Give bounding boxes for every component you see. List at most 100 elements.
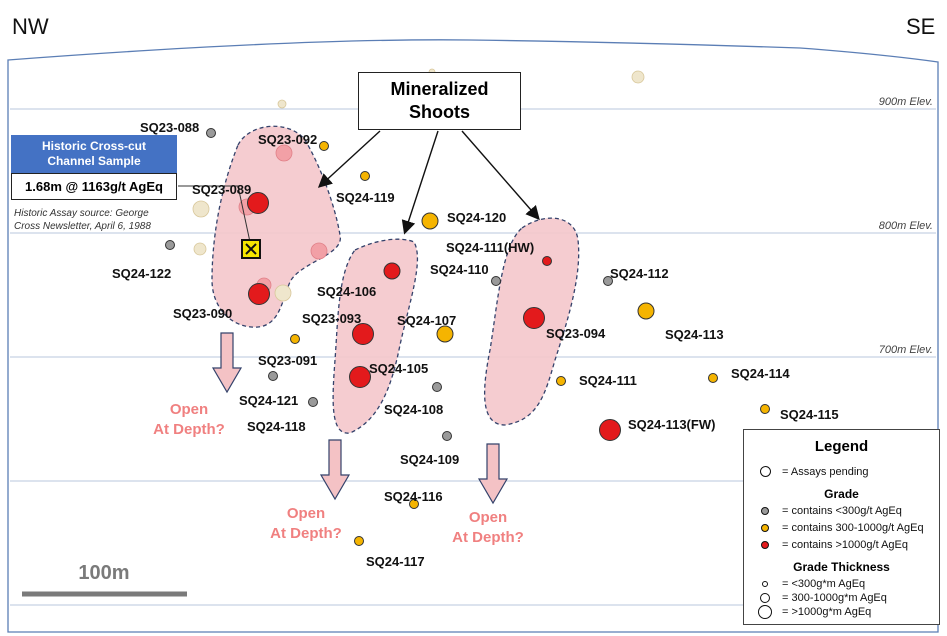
drill-hole-marker-sq23-088: [206, 128, 216, 138]
drill-hole-label: SQ23-089: [192, 182, 251, 197]
drill-hole-label: SQ24-107: [397, 313, 456, 328]
drill-hole-marker-sq24-116: [409, 499, 419, 509]
drill-hole-marker-sq24-113: [637, 302, 655, 320]
drill-hole-label: SQ24-116: [384, 489, 443, 504]
drill-hole-label: SQ23-092: [258, 132, 317, 147]
faint-samples: [192, 68, 645, 302]
drill-hole-label: SQ24-115: [780, 407, 839, 422]
drill-hole-marker-sq24-119: [360, 171, 370, 181]
drill-hole-marker-sq24-111-hw: [542, 256, 552, 266]
drill-hole-marker-sq24-111: [556, 376, 566, 386]
legend-thick-large-label: = >1000g*m AgEq: [782, 606, 872, 618]
historic-sample-marker: [178, 185, 261, 259]
drill-hole-label: SQ24-106: [317, 284, 376, 299]
historic-sample-banner: Historic Cross-cut Channel Sample: [11, 135, 177, 173]
drill-hole-label: SQ24-118: [247, 419, 306, 434]
drill-hole-label: SQ23-091: [258, 353, 317, 368]
drill-hole-label: SQ24-117: [366, 554, 425, 569]
open-label-2-line1: Open: [287, 505, 325, 522]
legend-grade-low-label: = contains <300g/t AgEq: [782, 505, 902, 517]
drill-hole-label: SQ24-119: [336, 190, 395, 205]
legend-thick-small-swatch: [762, 581, 768, 587]
legend-pending-label: = Assays pending: [782, 466, 869, 478]
legend-grade-mid-label: = contains 300-1000g/t AgEq: [782, 522, 924, 534]
drill-hole-marker-sq24-121: [268, 371, 278, 381]
drill-hole-marker-sq23-094: [523, 307, 545, 329]
drill-hole-label: SQ24-112: [610, 266, 669, 281]
open-at-depth-label-2: Open At Depth?: [270, 505, 342, 542]
drill-hole-marker-sq24-113-fw: [599, 419, 621, 441]
open-at-depth-label-1: Open At Depth?: [153, 401, 225, 438]
drill-hole-marker-sq24-114: [708, 373, 718, 383]
drill-hole-marker-sq24-112: [603, 276, 613, 286]
open-label-3-line1: Open: [469, 509, 507, 526]
drill-hole-marker-sq24-108: [432, 382, 442, 392]
historic-sample-value: 1.68m @ 1163g/t AgEq: [11, 173, 177, 200]
drill-hole-label: SQ23-093: [302, 311, 361, 326]
direction-se: SE: [906, 14, 936, 39]
scale-bar-label: 100m: [78, 562, 129, 584]
legend-grade-title: Grade: [824, 487, 859, 501]
drill-hole-label: SQ24-105: [369, 361, 428, 376]
drill-hole-marker-sq23-092: [319, 141, 329, 151]
elevation-label-700: 700m Elev.: [879, 344, 933, 356]
drill-hole-marker-sq23-093: [352, 323, 374, 345]
open-at-depth-label-3: Open At Depth?: [452, 509, 524, 546]
drill-hole-label: SQ24-109: [400, 452, 459, 467]
legend-thick-small-label: = <300g*m AgEq: [782, 578, 866, 590]
open-arrow-1: [211, 332, 243, 394]
drill-hole-marker-sq24-106: [383, 262, 401, 280]
historic-title-line-2: Channel Sample: [47, 154, 141, 168]
callout-line-2: Shoots: [409, 102, 470, 122]
historic-title-line-1: Historic Cross-cut: [41, 139, 147, 153]
drill-hole-label: SQ24-120: [447, 210, 506, 225]
elevation-label-900: 900m Elev.: [879, 96, 933, 108]
drill-hole-marker-sq24-120: [421, 212, 439, 230]
legend-grade-mid-swatch: [761, 524, 769, 532]
open-arrow-3: [477, 443, 509, 505]
drill-hole-marker-sq24-122: [165, 240, 175, 250]
drill-hole-marker-sq24-105: [349, 366, 371, 388]
pointer-arrow-shoot-2: [401, 130, 439, 235]
legend-pending-swatch: [760, 466, 771, 477]
open-label-1-line2: At Depth?: [153, 421, 225, 438]
legend-grade-low-swatch: [761, 507, 769, 515]
drill-hole-label: SQ24-121: [239, 393, 298, 408]
legend-thick-large-swatch: [758, 605, 772, 619]
drill-hole-label: SQ24-122: [112, 266, 171, 281]
drill-hole-label: SQ24-114: [731, 366, 790, 381]
open-arrow-2: [319, 439, 351, 501]
historic-source-note: Historic Assay source: George Cross News…: [14, 207, 189, 233]
drill-hole-marker-sq24-118: [308, 397, 318, 407]
direction-nw: NW: [12, 14, 49, 39]
legend-title: Legend: [814, 438, 869, 455]
historic-source-line-1: Historic Assay source: George: [14, 208, 149, 219]
open-label-2-line2: At Depth?: [270, 525, 342, 542]
drill-hole-label: SQ23-090: [173, 306, 232, 321]
drill-hole-label: SQ23-094: [546, 326, 606, 341]
drill-hole-label: SQ24-110: [430, 262, 489, 277]
drill-hole-marker-sq24-107: [436, 325, 454, 343]
drill-hole-label: SQ24-108: [384, 402, 443, 417]
drill-hole-label: SQ24-113: [665, 327, 724, 342]
historic-source-line-2: Cross Newsletter, April 6, 1988: [14, 221, 151, 232]
drill-hole-label: SQ24-111(HW): [446, 240, 534, 255]
pointer-arrow-shoot-1: [317, 130, 381, 188]
pointer-arrow-shoot-3: [461, 130, 540, 221]
mineralized-shoot-1: [211, 125, 341, 328]
drill-hole-label: SQ24-113(FW): [628, 417, 715, 432]
drill-hole-marker-sq24-109: [442, 431, 452, 441]
drill-hole-marker-sq23-090: [248, 283, 270, 305]
drill-hole-label: SQ23-088: [140, 120, 199, 135]
drill-hole-marker-sq23-089: [247, 192, 269, 214]
drill-hole-marker-sq24-110: [491, 276, 501, 286]
drill-hole-marker-sq23-091: [290, 334, 300, 344]
elevation-label-800: 800m Elev.: [879, 220, 933, 232]
drill-hole-marker-sq24-115: [760, 404, 770, 414]
legend-thick-medium-swatch: [760, 593, 770, 603]
open-label-1-line1: Open: [170, 401, 208, 418]
open-label-3-line2: At Depth?: [452, 529, 524, 546]
